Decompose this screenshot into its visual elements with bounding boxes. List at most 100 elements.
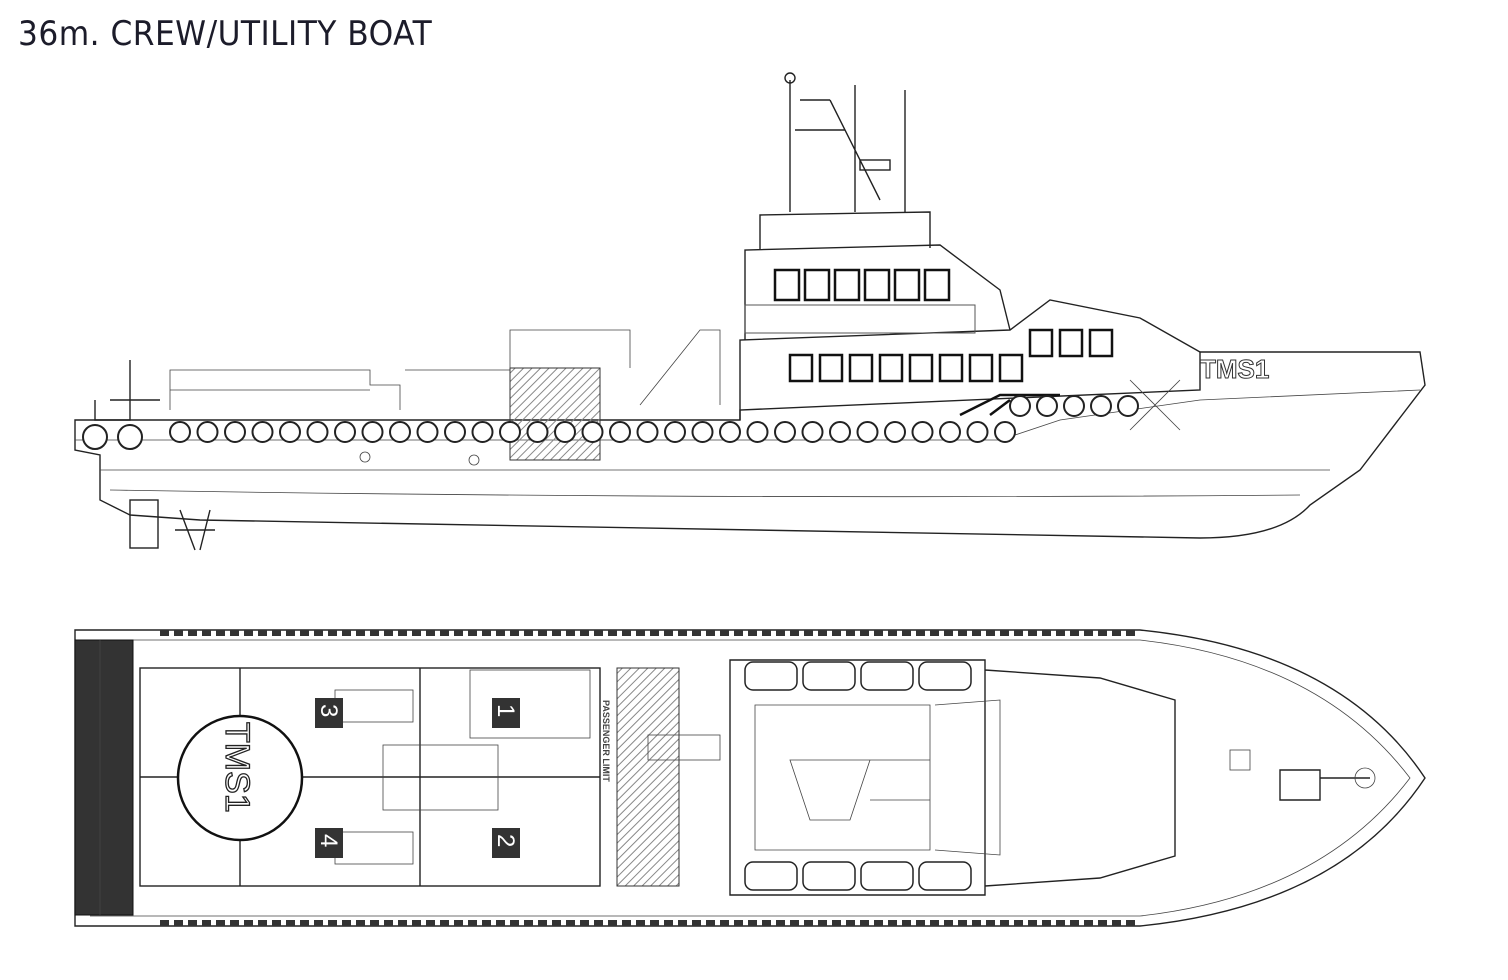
fender-block	[216, 630, 225, 636]
fender-block	[972, 630, 981, 636]
window	[803, 268, 831, 302]
fender	[471, 421, 494, 443]
liferaft	[744, 861, 798, 891]
window	[848, 353, 874, 383]
fender-block	[958, 920, 967, 926]
fender-block	[286, 920, 295, 926]
fender-block	[650, 630, 659, 636]
liferaft	[802, 861, 856, 891]
fender	[169, 421, 191, 443]
fender-block	[510, 630, 519, 636]
fender	[1063, 395, 1085, 417]
fender-block	[468, 920, 477, 926]
fender-block	[1042, 920, 1051, 926]
fender-block	[1112, 630, 1121, 636]
fender	[196, 421, 219, 443]
fender-block	[776, 630, 785, 636]
fender-block	[720, 920, 729, 926]
fender-block	[552, 630, 561, 636]
fender	[939, 421, 961, 443]
fender-block	[370, 920, 379, 926]
fender-block	[314, 920, 323, 926]
fender-block	[412, 630, 421, 636]
fender-block	[636, 630, 645, 636]
window	[788, 353, 814, 383]
fender-block	[272, 920, 281, 926]
window	[1028, 328, 1054, 358]
fender-block	[986, 920, 995, 926]
fender-block	[538, 920, 547, 926]
fender-block	[1126, 630, 1135, 636]
fender-block	[1084, 630, 1093, 636]
mast	[789, 80, 906, 212]
passenger-limit-zone	[616, 667, 680, 887]
svg-text:3: 3	[315, 704, 342, 717]
fender	[691, 421, 714, 443]
window	[908, 353, 934, 383]
fender	[389, 421, 411, 443]
deck-plan: TMS1 1 2 3 4 PASSENGER LIMIT	[74, 629, 1426, 927]
fender-block	[944, 920, 953, 926]
fender-block	[384, 630, 393, 636]
fender	[801, 421, 824, 443]
fender-block	[216, 920, 225, 926]
fender-block	[818, 920, 827, 926]
fender	[279, 421, 301, 443]
fender	[1009, 395, 1031, 417]
liferaft	[860, 861, 914, 891]
rudder	[129, 499, 159, 549]
fender-block	[622, 920, 631, 926]
fender-block	[398, 920, 407, 926]
propeller	[175, 509, 215, 551]
hull-outline	[74, 351, 1426, 539]
fender-block	[286, 630, 295, 636]
fender-block	[230, 630, 239, 636]
fender-block	[496, 920, 505, 926]
fender-block	[692, 920, 701, 926]
fender-block	[678, 920, 687, 926]
fender-block	[300, 630, 309, 636]
fender-block	[272, 630, 281, 636]
fender-block	[804, 920, 813, 926]
window	[818, 353, 844, 383]
fender-block	[846, 630, 855, 636]
railing	[744, 304, 976, 334]
passenger-limit-label: PASSENGER LIMIT	[601, 700, 611, 782]
fender-block	[958, 630, 967, 636]
fender-block	[440, 630, 449, 636]
fender-block	[356, 920, 365, 926]
fender-block	[594, 920, 603, 926]
fender	[664, 421, 686, 443]
fender-block	[244, 630, 253, 636]
fender	[719, 421, 741, 443]
fender-block	[188, 630, 197, 636]
fender-block	[748, 630, 757, 636]
fender-block	[370, 630, 379, 636]
fender-block	[426, 630, 435, 636]
fender-block	[678, 630, 687, 636]
fender	[1117, 395, 1139, 417]
fender-block	[1070, 920, 1079, 926]
fender-block	[1042, 630, 1051, 636]
fender	[361, 421, 384, 443]
fender-block	[748, 920, 757, 926]
fender-block	[776, 920, 785, 926]
fender-block	[1070, 630, 1079, 636]
fender-block	[734, 920, 743, 926]
fender-block	[230, 920, 239, 926]
fender-block	[412, 920, 421, 926]
fender-block	[818, 630, 827, 636]
fender-block	[734, 630, 743, 636]
liferaft	[918, 861, 972, 891]
fender-block	[608, 630, 617, 636]
fender	[994, 421, 1016, 443]
fender-block	[692, 630, 701, 636]
hatch-2: 2	[492, 828, 520, 858]
fender-block	[1098, 920, 1107, 926]
fender-block	[1014, 630, 1023, 636]
fender-block	[160, 630, 169, 636]
fender-block	[762, 920, 771, 926]
fender-block	[202, 920, 211, 926]
fender	[554, 421, 576, 443]
